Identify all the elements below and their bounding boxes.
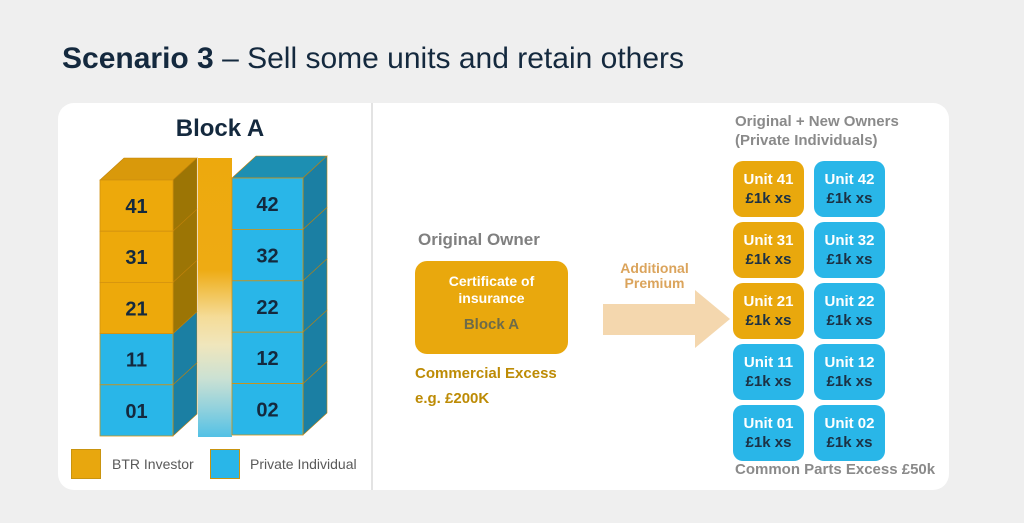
unit-block-32-label: 32	[256, 245, 278, 267]
legend-swatch-private	[210, 449, 240, 479]
unit-card-22-name: Unit 22	[824, 293, 875, 310]
unit-card-02: Unit 02 £1k xs	[814, 405, 885, 461]
unit-card-41-name: Unit 41	[743, 171, 794, 188]
unit-block-11-label: 11	[126, 350, 147, 372]
unit-card-12: Unit 12 £1k xs	[814, 344, 885, 400]
new-owners-heading-line1: Original + New Owners	[735, 113, 899, 130]
commercial-excess-line2: e.g. £200K	[415, 390, 490, 407]
panel-divider	[371, 103, 373, 490]
gradient-strip	[198, 158, 232, 437]
unit-block-42-label: 42	[256, 194, 278, 216]
legend-label-private: Private Individual	[250, 456, 357, 472]
block-a-heading: Block A	[175, 115, 265, 142]
certificate-box: Certificate of insurance Block A	[415, 261, 568, 354]
unit-card-12-name: Unit 12	[824, 354, 875, 371]
unit-card-02-excess: £1k xs	[826, 434, 873, 451]
block-a-diagram: 41 31 21 11 01 42 32 22 12 02	[99, 155, 328, 437]
unit-block-31-front	[99, 230, 174, 283]
unit-card-31: Unit 31 £1k xs	[733, 222, 804, 278]
unit-card-11-excess: £1k xs	[745, 373, 792, 390]
original-owner-heading: Original Owner	[418, 230, 540, 249]
unit-block-31-label: 31	[125, 247, 147, 269]
new-owners-heading: Original + New Owners (Private Individua…	[735, 112, 899, 150]
commercial-excess-line1: Commercial Excess	[415, 365, 557, 382]
unit-card-01-name: Unit 01	[743, 415, 794, 432]
unit-card-22-excess: £1k xs	[826, 312, 873, 329]
unit-card-32: Unit 32 £1k xs	[814, 222, 885, 278]
unit-card-32-name: Unit 32	[824, 232, 875, 249]
additional-premium-line2: Premium	[624, 275, 685, 291]
unit-block-21-label: 21	[125, 298, 147, 320]
unit-card-01: Unit 01 £1k xs	[733, 405, 804, 461]
legend-label-btr: BTR Investor	[112, 456, 194, 472]
unit-card-22: Unit 22 £1k xs	[814, 283, 885, 339]
unit-block-12-front	[231, 331, 304, 384]
unit-block-02-label: 02	[256, 400, 278, 422]
additional-premium-line1: Additional	[620, 260, 689, 276]
new-owners-heading-line2: (Private Individuals)	[735, 132, 878, 149]
additional-premium-label: Additional Premium	[592, 261, 717, 291]
unit-block-02-front	[231, 383, 304, 436]
page-title: Scenario 3 – Sell some units and retain …	[62, 42, 684, 76]
commercial-excess-text: Commercial Excess e.g. £200K	[415, 361, 557, 411]
unit-card-41: Unit 41 £1k xs	[733, 161, 804, 217]
unit-card-42: Unit 42 £1k xs	[814, 161, 885, 217]
unit-card-12-excess: £1k xs	[826, 373, 873, 390]
unit-card-11: Unit 11 £1k xs	[733, 344, 804, 400]
unit-block-42-front	[231, 177, 304, 230]
additional-premium-arrow-head	[695, 290, 730, 348]
page-title-bold: Scenario 3	[62, 42, 214, 75]
unit-card-42-excess: £1k xs	[826, 190, 873, 207]
unit-block-12-label: 12	[256, 348, 278, 370]
unit-block-01-front	[99, 384, 174, 437]
unit-block-11-front	[99, 333, 174, 386]
unit-card-21-excess: £1k xs	[745, 312, 792, 329]
certificate-subtitle: Block A	[463, 316, 520, 333]
unit-card-01-excess: £1k xs	[745, 434, 792, 451]
legend-swatch-btr	[71, 449, 101, 479]
unit-card-32-excess: £1k xs	[826, 251, 873, 268]
additional-premium-arrow	[603, 304, 696, 335]
unit-card-41-excess: £1k xs	[745, 190, 792, 207]
unit-card-31-excess: £1k xs	[745, 251, 792, 268]
unit-card-02-name: Unit 02	[824, 415, 875, 432]
unit-block-22-front	[231, 280, 304, 333]
unit-card-21-name: Unit 21	[743, 293, 794, 310]
unit-card-31-name: Unit 31	[743, 232, 794, 249]
unit-card-11-name: Unit 11	[743, 354, 794, 371]
page-title-rest: – Sell some units and retain others	[213, 42, 685, 75]
certificate-title: Certificate of insurance	[448, 273, 535, 306]
unit-block-22-label: 22	[256, 297, 278, 319]
unit-block-32-front	[231, 229, 304, 282]
unit-block-01-label: 01	[125, 401, 147, 423]
unit-block-41-front	[99, 179, 174, 232]
unit-card-42-name: Unit 42	[824, 171, 875, 188]
unit-block-41-label: 41	[125, 196, 147, 218]
unit-block-21-front	[99, 281, 174, 334]
unit-card-21: Unit 21 £1k xs	[733, 283, 804, 339]
common-parts-excess: Common Parts Excess £50k	[735, 461, 936, 478]
